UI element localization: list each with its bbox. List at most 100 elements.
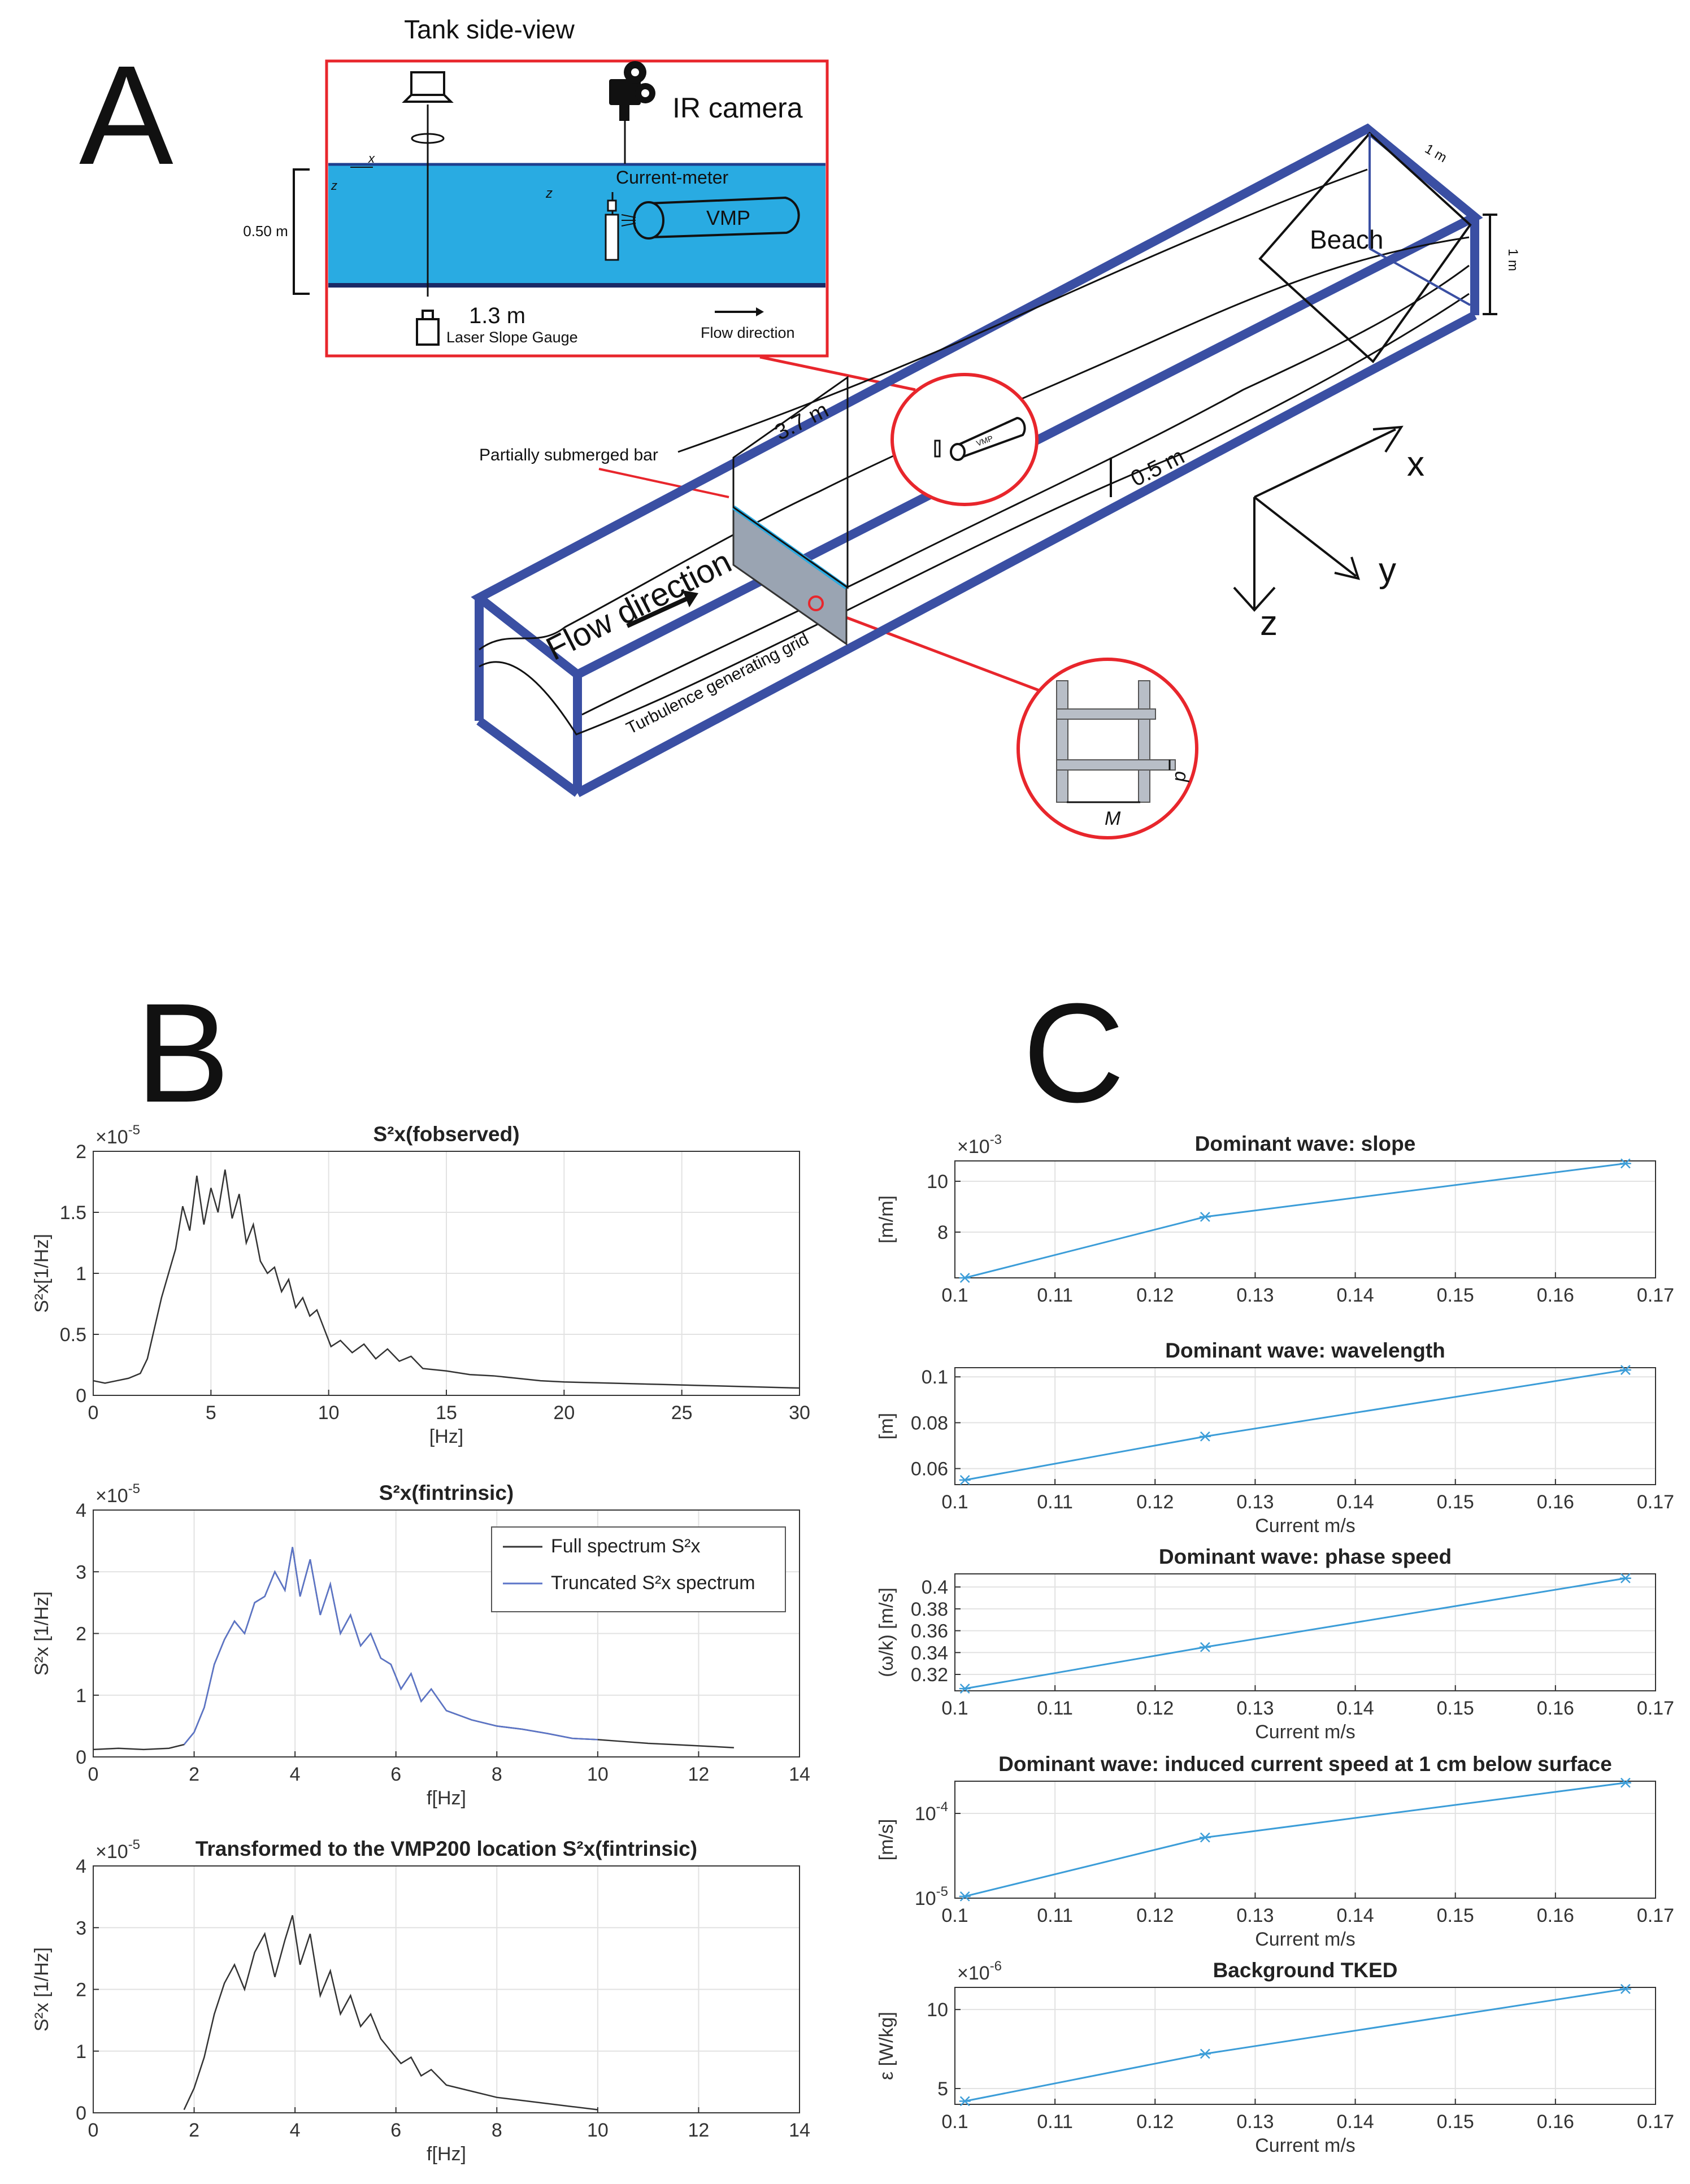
x-tick-label: 4 xyxy=(290,1764,301,1785)
axis-y-head xyxy=(1334,556,1360,580)
chart-title: Background TKED xyxy=(1213,1959,1398,1982)
x-tick-label: 0.1 xyxy=(941,1698,968,1719)
x-tick-label: 14 xyxy=(789,1764,810,1785)
y-tick-label: 0.06 xyxy=(911,1459,948,1480)
x-tick-label: 8 xyxy=(492,2120,502,2141)
axis-multiplier: ×10-5 xyxy=(95,1481,140,1507)
flow-arrow-big xyxy=(626,597,688,628)
x-tick-label: 10 xyxy=(587,2120,609,2141)
beach-base xyxy=(1369,247,1471,306)
x-axis-label: Current m/s xyxy=(1255,1515,1356,1537)
plot-border xyxy=(954,1987,1656,2105)
x-tick-label: 30 xyxy=(789,1402,810,1424)
y-tick-label: 3 xyxy=(76,1561,86,1583)
y-axis-label: S²x [1/Hz] xyxy=(31,1947,53,2031)
x-tick-label: 0.12 xyxy=(1136,1905,1174,1926)
beach-outline xyxy=(1258,132,1472,363)
x-tick-label: 0.17 xyxy=(1637,1698,1674,1719)
data-point xyxy=(959,1683,971,1694)
data-point xyxy=(1199,1431,1211,1442)
x-tick-label: 0.16 xyxy=(1537,2111,1574,2133)
y-tick-label: 1.5 xyxy=(60,1202,86,1224)
axis-y-line xyxy=(1253,496,1357,577)
x-tick-label: 0.14 xyxy=(1336,1905,1374,1926)
tank-bottom-left xyxy=(476,717,580,797)
y-tick-exponent: -5 xyxy=(936,1884,948,1899)
y-tick-label: 0.34 xyxy=(911,1642,948,1664)
axis-z-label: z xyxy=(1260,604,1278,643)
x-tick-label: 0.16 xyxy=(1537,1905,1574,1926)
x-tick-label: 0 xyxy=(88,2120,99,2141)
x-tick-label: 0.11 xyxy=(1037,1491,1073,1513)
chart-title: Dominant wave: induced current speed at … xyxy=(998,1752,1612,1776)
x-tick-label: 0.11 xyxy=(1037,1285,1073,1306)
data-point xyxy=(1199,1642,1211,1652)
y-tick-label: 0.4 xyxy=(922,1577,948,1598)
x-tick-label: 0.13 xyxy=(1236,1905,1274,1926)
x-tick-label: 0.17 xyxy=(1637,1491,1674,1513)
x-axis-label: Current m/s xyxy=(1255,1721,1356,1743)
x-tick-label: 0.12 xyxy=(1136,1285,1174,1306)
x-tick-label: 0.16 xyxy=(1537,1285,1574,1306)
y-tick-label: 2 xyxy=(76,1141,86,1163)
data-point xyxy=(959,2096,971,2107)
panel-b-letter: B xyxy=(136,974,230,1132)
y-tick-label: 1 xyxy=(76,1685,86,1707)
plot-area xyxy=(954,1367,1656,1485)
x-tick-label: 0.1 xyxy=(941,2111,968,2133)
plot-border xyxy=(954,1781,1656,1899)
x-tick-label: 0.15 xyxy=(1437,1285,1474,1306)
y-axis-label: [m/m] xyxy=(876,1195,897,1243)
inset-frame xyxy=(325,59,829,358)
vmp-magnifier: VMP xyxy=(890,373,1039,506)
x-tick-label: 5 xyxy=(206,1402,216,1424)
y-tick-label: 1 xyxy=(76,2041,86,2063)
legend-box xyxy=(491,1526,786,1612)
plot-area xyxy=(954,1987,1656,2105)
y-tick-label: 8 xyxy=(937,1222,948,1243)
x-tick-label: 0.12 xyxy=(1136,2111,1174,2133)
axis-x-head xyxy=(1372,425,1404,453)
beach-height-label: 1 m xyxy=(1505,249,1520,271)
y-axis-label: (ω/k) [m/s] xyxy=(876,1587,897,1677)
x-tick-label: 0.11 xyxy=(1037,1698,1073,1719)
plot-border xyxy=(93,1151,800,1396)
axis-multiplier-exp: -5 xyxy=(128,1837,140,1852)
x-tick-label: 0.14 xyxy=(1336,1285,1374,1306)
y-tick-label: 10 xyxy=(927,1171,948,1193)
axis-multiplier-exp: -3 xyxy=(990,1132,1002,1147)
beach-label: Beach xyxy=(1310,225,1383,254)
x-tick-label: 0.1 xyxy=(941,1491,968,1513)
y-tick-label: 2 xyxy=(76,1979,86,2001)
plot-area xyxy=(954,1160,1656,1278)
plot-border xyxy=(954,1367,1656,1485)
y-axis-label: S²x[1/Hz] xyxy=(31,1234,53,1313)
beach-width-label: 1 m xyxy=(1422,141,1449,166)
tank-bottom-front xyxy=(575,311,1477,798)
y-tick-label: 0.32 xyxy=(911,1664,948,1686)
axis-multiplier-exp: -6 xyxy=(990,1959,1002,1974)
y-tick-label: 2 xyxy=(76,1624,86,1645)
y-tick-label: 10-4 xyxy=(915,1799,948,1825)
x-tick-label: 10 xyxy=(587,1764,609,1785)
plot-border xyxy=(93,1509,800,1757)
x-tick-label: 20 xyxy=(553,1402,575,1424)
series-line-2 xyxy=(183,1547,598,1745)
plot-border xyxy=(93,1865,800,2113)
x-tick-label: 0.14 xyxy=(1336,1491,1374,1513)
water-layer xyxy=(328,164,826,287)
x-tick-label: 0.13 xyxy=(1236,1285,1274,1306)
current-meter-label: Current-meter xyxy=(616,167,729,188)
x-axis-label: [Hz] xyxy=(429,1426,463,1447)
bar-label: Partially submerged bar xyxy=(479,446,658,464)
x-tick-label: 0.12 xyxy=(1136,1491,1174,1513)
x-tick-label: 25 xyxy=(671,1402,693,1424)
grid-m-label: M xyxy=(1105,808,1121,829)
x-tick-label: 14 xyxy=(789,2120,810,2141)
vmp-probe-icon xyxy=(621,196,800,240)
